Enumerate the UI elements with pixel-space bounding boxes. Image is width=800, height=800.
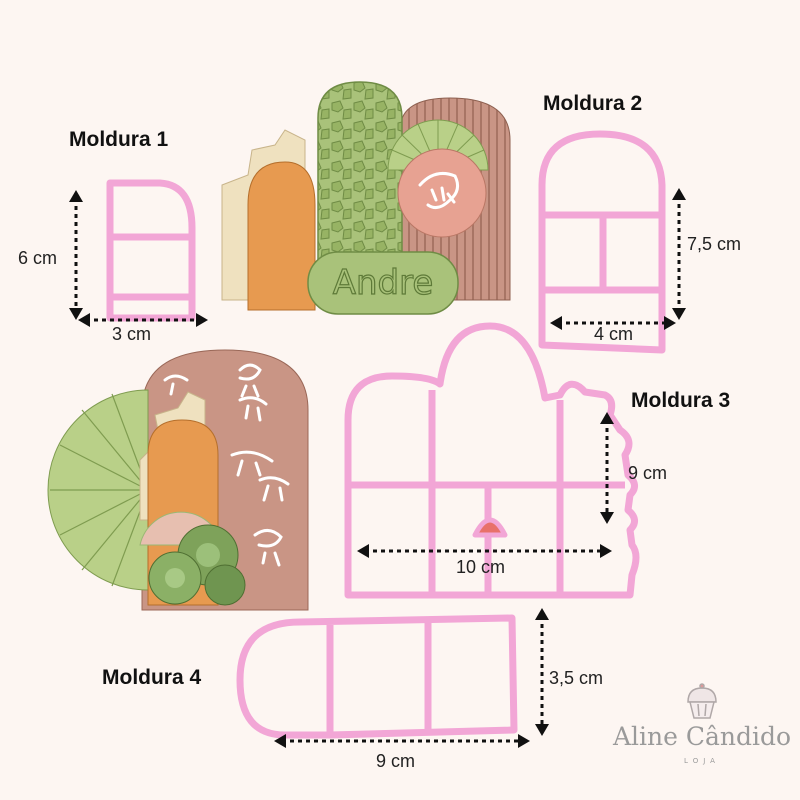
arrowheads xyxy=(69,188,686,748)
dim-m1-height: 6 cm xyxy=(18,248,58,268)
dimension-arrows xyxy=(74,196,681,743)
cutter-moldura-4 xyxy=(236,614,518,739)
dim-m2-width: 4 cm xyxy=(594,324,634,344)
brand-logo: Aline Cândido LOJA xyxy=(612,682,792,792)
title-moldura-3: Moldura 3 xyxy=(631,389,731,412)
brand-subtitle: LOJA xyxy=(684,757,720,765)
title-moldura-1: Moldura 1 xyxy=(69,128,169,151)
dim-m3-width: 10 cm xyxy=(456,557,506,577)
dim-m3-height: 9 cm xyxy=(628,463,668,483)
dim-m2-height: 7,5 cm xyxy=(687,234,742,254)
dim-m4-width: 9 cm xyxy=(376,751,416,771)
bottom-clay-topper xyxy=(47,349,309,611)
brand-name: Aline Cândido xyxy=(612,722,792,751)
title-moldura-2: Moldura 2 xyxy=(543,92,643,115)
cutter-moldura-3 xyxy=(344,322,640,599)
top-clay-topper: Andre xyxy=(221,81,511,315)
title-moldura-4: Moldura 4 xyxy=(102,666,202,689)
dim-m1-width: 3 cm xyxy=(112,324,152,344)
dim-m4-height: 3,5 cm xyxy=(549,668,604,688)
name-tag-text: Andre xyxy=(333,263,434,303)
cutter-moldura-2 xyxy=(538,130,666,354)
cupcake-icon xyxy=(687,683,717,719)
cutter-moldura-1 xyxy=(106,179,196,322)
